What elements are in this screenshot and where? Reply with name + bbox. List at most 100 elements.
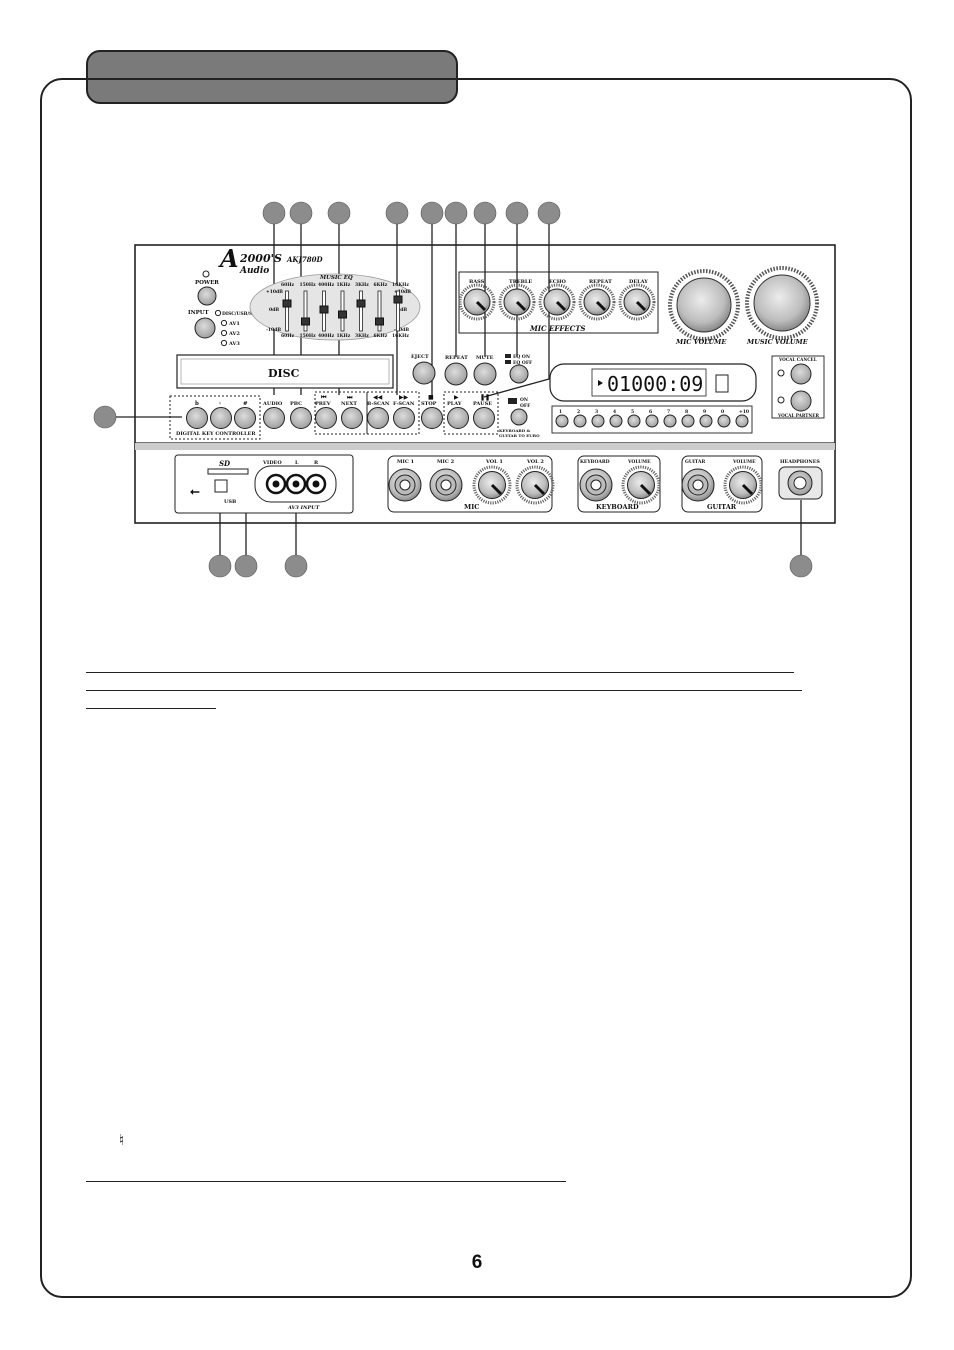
- vocal-cancel-button[interactable]: [790, 363, 812, 385]
- number-key-button[interactable]: [591, 414, 605, 428]
- eq-slider-track: [285, 290, 289, 332]
- number-key-label: 8: [685, 409, 688, 415]
- mic-volume-label: MIC VOLUME: [675, 338, 727, 346]
- svg-text:⏮: ⏮: [321, 394, 327, 401]
- mute-button[interactable]: [473, 362, 497, 386]
- number-key-button[interactable]: [735, 414, 749, 428]
- transport-b-scan-button[interactable]: [367, 407, 389, 429]
- eq-slider-handle[interactable]: [319, 305, 329, 314]
- volume-knob[interactable]: [472, 465, 512, 505]
- input-button[interactable]: [194, 317, 216, 339]
- transport-label: B-SCAN: [367, 401, 390, 407]
- effect-knob-label: DELAY: [629, 279, 648, 285]
- display-readout: 01000:09: [607, 372, 703, 396]
- av3-rca-jack[interactable]: [285, 473, 307, 495]
- eq-slider-handle[interactable]: [282, 299, 292, 308]
- svg-text:0dB: 0dB: [269, 307, 279, 313]
- transport-prev-button[interactable]: [315, 407, 337, 429]
- effect-knob-delay[interactable]: [618, 283, 656, 321]
- power-button[interactable]: [197, 286, 217, 306]
- section-header-tab: [86, 50, 458, 104]
- music-volume-knob[interactable]: [745, 266, 819, 340]
- volume-knob[interactable]: [723, 465, 763, 505]
- effect-knob-label: ECHO: [549, 279, 567, 285]
- eq-band-label: 1KHz: [337, 282, 351, 288]
- svg-text:MIC 1: MIC 1: [397, 459, 414, 465]
- sd-card-slot[interactable]: [207, 468, 249, 475]
- svg-text:MUSIC EQ: MUSIC EQ: [319, 275, 353, 281]
- eq-slider-handle[interactable]: [375, 317, 384, 326]
- number-key-button[interactable]: [663, 414, 677, 428]
- number-key-label: 2: [577, 409, 580, 415]
- eq-slider-handle[interactable]: [356, 299, 366, 308]
- effect-knob-echo[interactable]: [538, 283, 576, 321]
- sd-label: SD: [219, 459, 231, 468]
- number-key-button[interactable]: [717, 414, 731, 428]
- number-key-button[interactable]: [699, 414, 713, 428]
- svg-text:EJECT: EJECT: [411, 354, 429, 360]
- number-key-label: 5: [631, 409, 634, 415]
- digital-key-button[interactable]: [186, 407, 208, 429]
- digital-key-label: #: [243, 401, 248, 407]
- svg-text:-10dB: -10dB: [266, 327, 281, 333]
- eq-slider-handle[interactable]: [338, 310, 347, 319]
- number-key-button[interactable]: [609, 414, 623, 428]
- eq-slider-handle[interactable]: [393, 295, 403, 304]
- svg-text:VOLUME: VOLUME: [627, 459, 651, 465]
- mic-volume-knob[interactable]: [668, 269, 740, 341]
- digital-key-button[interactable]: [210, 407, 232, 429]
- transport-next-button[interactable]: [341, 407, 363, 429]
- input-jack[interactable]: [388, 468, 422, 502]
- input-jack[interactable]: [579, 468, 613, 502]
- transport-audio-button[interactable]: [263, 407, 285, 429]
- number-key-button[interactable]: [555, 414, 569, 428]
- effect-knob-treble[interactable]: [498, 283, 536, 321]
- eq-slider-track: [396, 290, 400, 332]
- volume-knob[interactable]: [621, 465, 661, 505]
- number-key-button[interactable]: [645, 414, 659, 428]
- svg-text:▶: ▶: [454, 394, 459, 401]
- svg-text:-10dB: -10dB: [394, 327, 409, 333]
- transport-f-scan-button[interactable]: [393, 407, 415, 429]
- svg-text:A: A: [218, 244, 239, 273]
- eq-slider-track: [377, 290, 382, 332]
- number-key-button[interactable]: [573, 414, 587, 428]
- eq-slider-handle[interactable]: [301, 317, 310, 326]
- eject-button[interactable]: [412, 361, 436, 385]
- svg-text:KEYBOARD &: KEYBOARD &: [499, 428, 531, 433]
- transport-pause-button[interactable]: [473, 407, 495, 429]
- number-key-label: 1: [559, 409, 562, 415]
- disc-slot: [176, 354, 394, 389]
- eq-toggle-button[interactable]: [509, 364, 529, 384]
- transport-pbc-button[interactable]: [290, 407, 312, 429]
- number-key-button[interactable]: [681, 414, 695, 428]
- input-jack[interactable]: [429, 468, 463, 502]
- effect-knob-bass[interactable]: [458, 283, 496, 321]
- transport-label: STOP: [421, 401, 437, 407]
- eq-band-label: 6KHz: [374, 333, 388, 339]
- digital-key-button[interactable]: [234, 407, 256, 429]
- input-jack[interactable]: [681, 468, 715, 502]
- music-eq: MUSIC EQ +10dB 0dB -10dB +10dB 0dB -10dB…: [249, 273, 421, 341]
- svg-text:MIC: MIC: [464, 503, 479, 511]
- eq-band-label: 400Hz: [318, 333, 335, 339]
- svg-text:▶▶: ▶▶: [399, 394, 409, 401]
- usb-port[interactable]: [214, 479, 228, 493]
- volume-knob[interactable]: [515, 465, 555, 505]
- number-keypad: [551, 405, 753, 434]
- callout-markers: [93, 201, 813, 578]
- keyboard-euro-button[interactable]: [510, 408, 528, 426]
- effect-knob-repeat[interactable]: [578, 283, 616, 321]
- number-key-label: 4: [613, 409, 616, 415]
- number-key-button[interactable]: [627, 414, 641, 428]
- repeat-button[interactable]: [444, 362, 468, 386]
- av3-rca-jack[interactable]: [265, 473, 287, 495]
- vocal-partner-button[interactable]: [790, 390, 812, 412]
- effect-knob-label: REPEAT: [589, 279, 612, 285]
- transport-play-button[interactable]: [447, 407, 469, 429]
- transport-stop-button[interactable]: [421, 407, 443, 429]
- av3-rca-jack[interactable]: [305, 473, 327, 495]
- svg-text:MIC EFFECTS: MIC EFFECTS: [529, 324, 585, 333]
- eq-band-label: 1KHz: [337, 333, 351, 339]
